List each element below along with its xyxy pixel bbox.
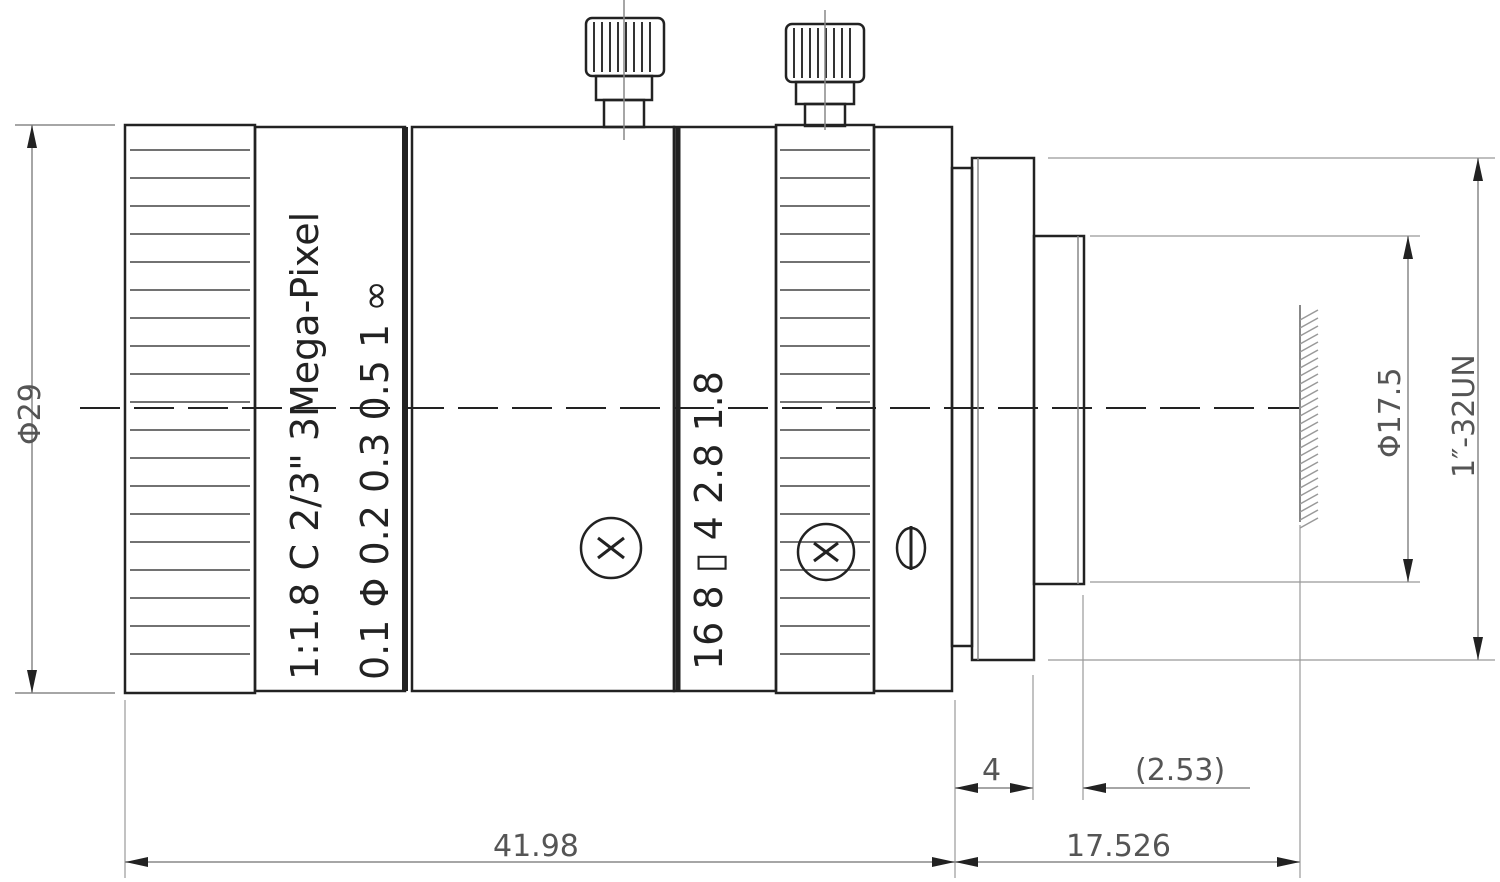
hatch-line (1299, 389, 1319, 401)
screw-head-icon (579, 516, 643, 580)
hatch-line (1299, 333, 1319, 345)
middle-barrel (410, 0, 676, 693)
dim-diameter-body-label: Φ29 (13, 383, 48, 445)
aperture-scale-text: 16 8 ▯ 4 2.8 1.8 (687, 371, 731, 670)
dim-back-distance: (2.53) (1083, 753, 1250, 793)
hatch-line (1299, 317, 1319, 329)
hatch-line (1299, 349, 1319, 361)
hatch-line (1299, 325, 1319, 337)
dim-diameter-mount: Φ17.5 (1090, 235, 1420, 583)
dim-back-distance-label: (2.53) (1135, 753, 1225, 788)
dim-total-length: 41.98 (125, 829, 955, 867)
dim-flange-offset: 4 (955, 753, 1033, 793)
hatch-line (1299, 405, 1319, 417)
dim-flange-offset-label: 4 (982, 753, 1001, 788)
c-mount-thread (950, 156, 1086, 662)
hatch-line (1299, 493, 1319, 505)
hatch-line (1299, 373, 1319, 385)
hatch-line (1299, 445, 1319, 457)
marking-ring: 1:1.8 C 2/3" 3Mega-Pixel 0.1 Φ 0.2 0.3 0… (253, 125, 408, 693)
hatch-line (1299, 429, 1319, 441)
dim-back-focal-label: 17.526 (1066, 829, 1171, 864)
dim-thread-label: 1″-32UN (1447, 354, 1482, 478)
hatch-line (1299, 485, 1319, 497)
focus-lock-knob (584, 0, 666, 140)
hatch-line (1299, 453, 1319, 465)
iris-lock-knob (784, 10, 866, 130)
hatch-line (1299, 397, 1319, 409)
aperture-ring: 16 8 ▯ 4 2.8 1.8 (672, 125, 778, 693)
hatch-line (1299, 517, 1319, 529)
hatch-line (1299, 309, 1319, 321)
hatch-line (1299, 341, 1319, 353)
hatch-line (1299, 381, 1319, 393)
dim-back-focal: 17.526 (955, 829, 1300, 867)
dim-diameter-body: Φ29 (13, 124, 115, 694)
hatch-line (1299, 501, 1319, 513)
dim-thread: 1″-32UN (1048, 157, 1495, 661)
distance-scale-text: 0.1 Φ 0.2 0.3 0.5 1 ∞ (353, 280, 397, 680)
lens-spec-text: 1:1.8 C 2/3" 3Mega-Pixel (283, 212, 327, 680)
hatch-line (1299, 413, 1319, 425)
hatch-line (1299, 469, 1319, 481)
screw-head-icon (796, 522, 856, 582)
infinity-mark-icon (895, 526, 927, 570)
hatch-line (1299, 477, 1319, 489)
dim-diameter-mount-label: Φ17.5 (1373, 368, 1408, 458)
hatch-line (1299, 357, 1319, 369)
hatch-line (1299, 509, 1319, 521)
dim-total-length-label: 41.98 (493, 829, 579, 864)
rear-grip-ring (774, 10, 876, 695)
hatch-line (1299, 461, 1319, 473)
hatch-line (1299, 365, 1319, 377)
hatch-line (1299, 437, 1319, 449)
hatch-line (1299, 421, 1319, 433)
image-plane (1299, 305, 1319, 529)
